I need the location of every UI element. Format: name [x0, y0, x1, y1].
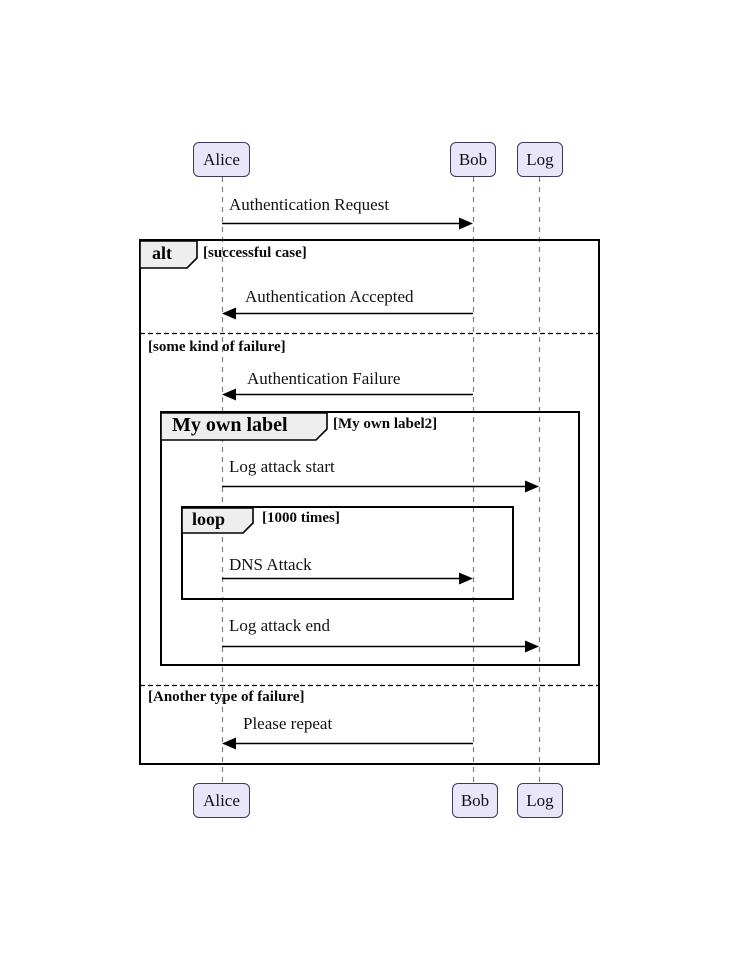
arrow-authentication-accepted — [222, 307, 473, 320]
participant-label: Alice — [203, 149, 240, 169]
arrow-log-attack-start — [222, 480, 539, 493]
arrow-please-repeat — [222, 737, 473, 750]
alt-guard-another-type-of-failure: [Another type of failure] — [148, 689, 305, 705]
alt-frame-border — [139, 239, 600, 765]
arrow-authentication-request — [222, 217, 473, 230]
arrowhead-left-icon — [222, 737, 236, 750]
group-frame-border — [160, 411, 580, 666]
participant-label: Log — [526, 790, 554, 810]
participant-bob-top: Bob — [450, 142, 496, 177]
participant-alice-bottom: Alice — [193, 783, 250, 818]
alt-guard-successful-case: [successful case] — [203, 245, 307, 261]
message-please-repeat: Please repeat — [243, 714, 333, 733]
participant-bob-bottom: Bob — [452, 783, 498, 818]
message-authentication-failure: Authentication Failure — [247, 369, 401, 388]
arrow-authentication-failure — [222, 388, 473, 401]
loop-operator-label: loop — [192, 509, 226, 529]
participant-label: Alice — [203, 790, 240, 810]
participant-log-bottom: Log — [517, 783, 563, 818]
participant-label: Bob — [458, 149, 488, 169]
participant-alice-top: Alice — [193, 142, 250, 177]
group-operator-tab — [160, 412, 328, 441]
message-dns-attack: DNS Attack — [229, 555, 312, 574]
loop-frame-border — [181, 506, 514, 600]
arrow-dns-attack — [222, 572, 473, 585]
alt-operator-label: alt — [152, 243, 172, 263]
arrowhead-right-icon — [459, 572, 473, 585]
message-authentication-request: Authentication Request — [229, 195, 390, 214]
participant-label: Log — [526, 149, 554, 169]
arrowhead-left-icon — [222, 388, 236, 401]
arrowhead-right-icon — [525, 640, 539, 653]
arrow-log-attack-end — [222, 640, 539, 653]
participant-log-top: Log — [517, 142, 563, 177]
arrowhead-right-icon — [525, 480, 539, 493]
loop-guard-label: [1000 times] — [262, 510, 340, 526]
group-guard-label: [My own label2] — [333, 416, 438, 432]
group-operator-label: My own label — [172, 414, 288, 436]
participant-label: Bob — [460, 790, 490, 810]
message-log-attack-start: Log attack start — [229, 457, 335, 476]
arrowhead-left-icon — [222, 307, 236, 320]
alt-guard-some-kind-of-failure: [some kind of failure] — [148, 339, 286, 355]
message-authentication-accepted: Authentication Accepted — [245, 287, 414, 306]
alt-operator-tab — [139, 240, 198, 269]
loop-operator-tab — [181, 507, 254, 534]
message-log-attack-end: Log attack end — [229, 616, 331, 635]
arrowhead-right-icon — [459, 217, 473, 230]
